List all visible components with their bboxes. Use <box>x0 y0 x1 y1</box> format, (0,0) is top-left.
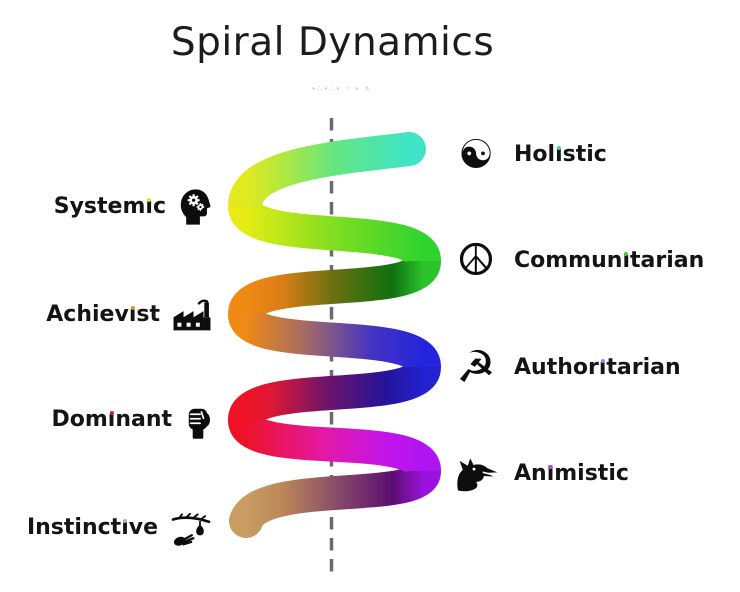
label-suffix: st <box>136 302 160 327</box>
factory-icon <box>172 298 212 332</box>
label-prefix: Dom <box>51 407 108 432</box>
label-prefix: Achiev <box>46 302 129 327</box>
label-accent-char: ı <box>622 248 630 273</box>
label-suffix: stic <box>562 142 607 167</box>
stage-color-dot <box>548 465 553 470</box>
label-accent-char: ı <box>121 515 129 540</box>
hammer-sickle-icon: ☭ <box>456 342 496 393</box>
label-prefix: Instinct <box>26 515 122 540</box>
label-prefix: Hol <box>514 142 556 167</box>
stage-color-dot <box>122 519 128 524</box>
stage-color-dot <box>147 198 152 203</box>
stage-color-dot <box>556 146 561 151</box>
label-suffix: tarian <box>606 355 681 380</box>
signature-watermark: ∙∴∙∴∙ ∘ ∙ ∧ <box>311 84 371 93</box>
stage-color-dot <box>109 411 114 416</box>
spiral-helix <box>228 132 441 538</box>
head-gears-icon <box>178 188 212 226</box>
peace-icon: ☮ <box>456 235 496 286</box>
page-title: Spiral Dynamics <box>170 20 495 65</box>
yin-yang-icon: ☯ <box>458 132 494 178</box>
foraging-icon <box>170 509 212 548</box>
label-accent-char: ı <box>107 407 116 432</box>
label-prefix: Commun <box>514 248 623 273</box>
label-accent-char: ı <box>546 461 555 486</box>
dragon-icon <box>450 454 502 494</box>
label-suffix: mistic <box>554 461 629 486</box>
label-suffix: tarian <box>629 248 705 273</box>
stage-color-dot <box>600 359 605 364</box>
label-suffix: c <box>152 194 166 219</box>
label-suffix: ve <box>128 515 158 540</box>
fist-icon <box>184 402 212 439</box>
stage-color-dot <box>624 252 629 257</box>
label-accent-char: ı <box>555 142 563 167</box>
stage-color-dot <box>130 306 135 311</box>
label-prefix: System <box>53 194 146 219</box>
label-prefix: Author <box>514 355 599 380</box>
label-suffix: nant <box>115 407 172 432</box>
label-accent-char: ı <box>598 355 607 380</box>
label-accent-char: ı <box>128 302 137 327</box>
label-prefix: An <box>514 461 547 486</box>
label-accent-char: ı <box>145 194 153 219</box>
